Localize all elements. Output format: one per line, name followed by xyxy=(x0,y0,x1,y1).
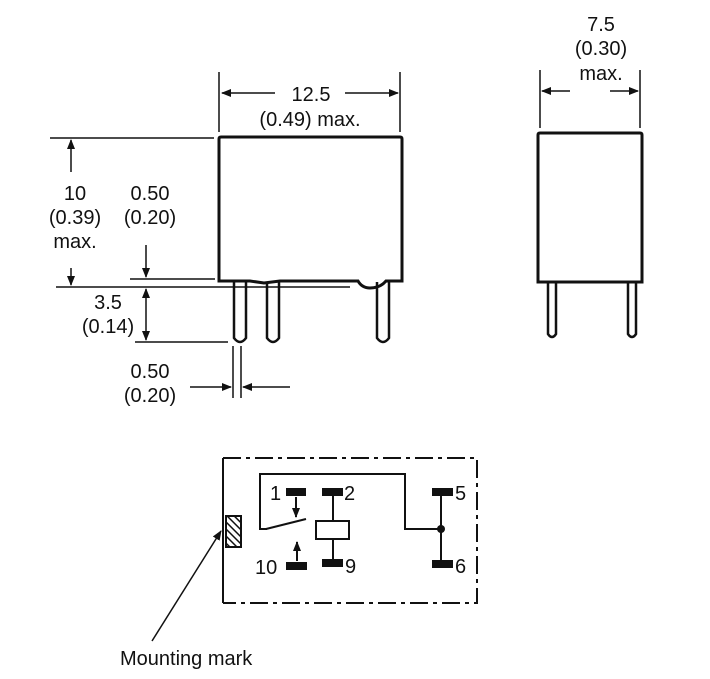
pin-label-2: 2 xyxy=(344,483,355,505)
depth-dim-max: max. xyxy=(579,63,622,85)
width-dim: 12.5 xyxy=(292,84,331,106)
height-dim-max: max. xyxy=(53,231,96,253)
coil xyxy=(315,520,350,540)
pin-width-dim: 0.50 xyxy=(131,361,170,383)
pin-offset-dim-inch: (0.20) xyxy=(124,207,176,229)
height-dim: 10 xyxy=(64,183,86,205)
front-view: 12.5 (0.49) max. 10 (0.39) max. 0.50 (0.… xyxy=(49,72,404,407)
depth-dim: 7.5 xyxy=(587,14,615,36)
mounting-mark-icon xyxy=(225,515,242,548)
pinout-diagram: 1 2 5 10 9 6 Mounting mark xyxy=(120,457,478,670)
relay-body-front xyxy=(217,135,404,290)
outline-dashed xyxy=(223,457,478,604)
junction-dot xyxy=(437,525,445,533)
pin-label-9: 9 xyxy=(345,556,356,578)
pin-length-dim: 3.5 xyxy=(94,292,122,314)
pin-offset-dim: 0.50 xyxy=(131,183,170,205)
pins-front xyxy=(232,282,391,344)
common-wire xyxy=(259,473,441,530)
side-view: 7.5 (0.30) max. xyxy=(536,14,644,339)
pin-label-1: 1 xyxy=(270,483,281,505)
pin-length-dim-inch: (0.14) xyxy=(82,316,134,338)
mounting-mark-label: Mounting mark xyxy=(120,648,253,670)
height-dim-inch: (0.39) xyxy=(49,207,101,229)
pin-label-6: 6 xyxy=(455,556,466,578)
pin-label-10: 10 xyxy=(255,557,277,579)
width-dim-inch: (0.49) max. xyxy=(259,109,360,131)
depth-dim-inch: (0.30) xyxy=(575,38,627,60)
pins-side xyxy=(546,283,638,339)
pin-width-dim-inch: (0.20) xyxy=(124,385,176,407)
relay-body-side xyxy=(536,131,644,284)
pin-pads xyxy=(286,488,453,570)
switch-contact xyxy=(265,518,307,530)
pin-label-5: 5 xyxy=(455,483,466,505)
